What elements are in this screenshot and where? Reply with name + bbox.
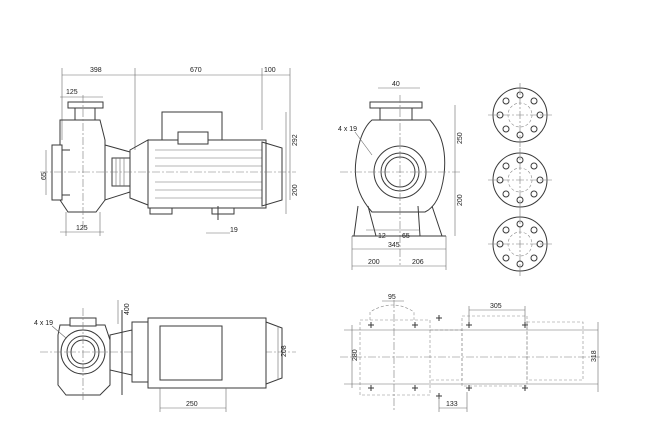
side-view: 398 670 100 125: [40, 67, 299, 236]
dim-65-front: 65: [402, 233, 410, 240]
plan-view: 4 x 19 400 208 250: [34, 300, 296, 412]
dim-100: 100: [264, 67, 276, 74]
dim-95: 95: [388, 294, 396, 301]
flange-bottom: [488, 212, 552, 276]
dim-250-plan: 250: [186, 401, 198, 408]
front-view: 40 4 x 19 250 200 12 65 345 200 206: [338, 81, 464, 270]
dim-345: 345: [388, 242, 400, 249]
flange-middle: [488, 148, 552, 212]
dim-208: 208: [281, 345, 288, 357]
holes-4x19-front: 4 x 19: [338, 126, 357, 133]
dim-133: 133: [446, 401, 458, 408]
holes-4x19-plan: 4 x 19: [34, 320, 53, 327]
dim-200-side: 200: [292, 184, 299, 196]
dim-200-front-left: 200: [368, 259, 380, 266]
dim-12: 12: [378, 233, 386, 240]
flange-top: [488, 83, 552, 147]
dim-398: 398: [90, 67, 102, 74]
dim-40: 40: [392, 81, 400, 88]
dim-305: 305: [490, 303, 502, 310]
foundation-view: 95 305 280 318 133: [340, 294, 600, 412]
dim-670: 670: [190, 67, 202, 74]
dim-125-top: 125: [66, 89, 78, 96]
dim-400: 400: [124, 303, 131, 315]
dim-250-front: 250: [457, 132, 464, 144]
dim-292: 292: [292, 134, 299, 146]
dim-125-bottom: 125: [76, 225, 88, 232]
dim-280: 280: [352, 349, 359, 361]
dim-19-side: 19: [230, 227, 238, 234]
dim-206: 206: [412, 259, 424, 266]
dim-200-front: 200: [457, 194, 464, 206]
dim-65: 65: [41, 172, 48, 180]
dim-318: 318: [591, 350, 598, 362]
flange-details: [488, 83, 552, 276]
